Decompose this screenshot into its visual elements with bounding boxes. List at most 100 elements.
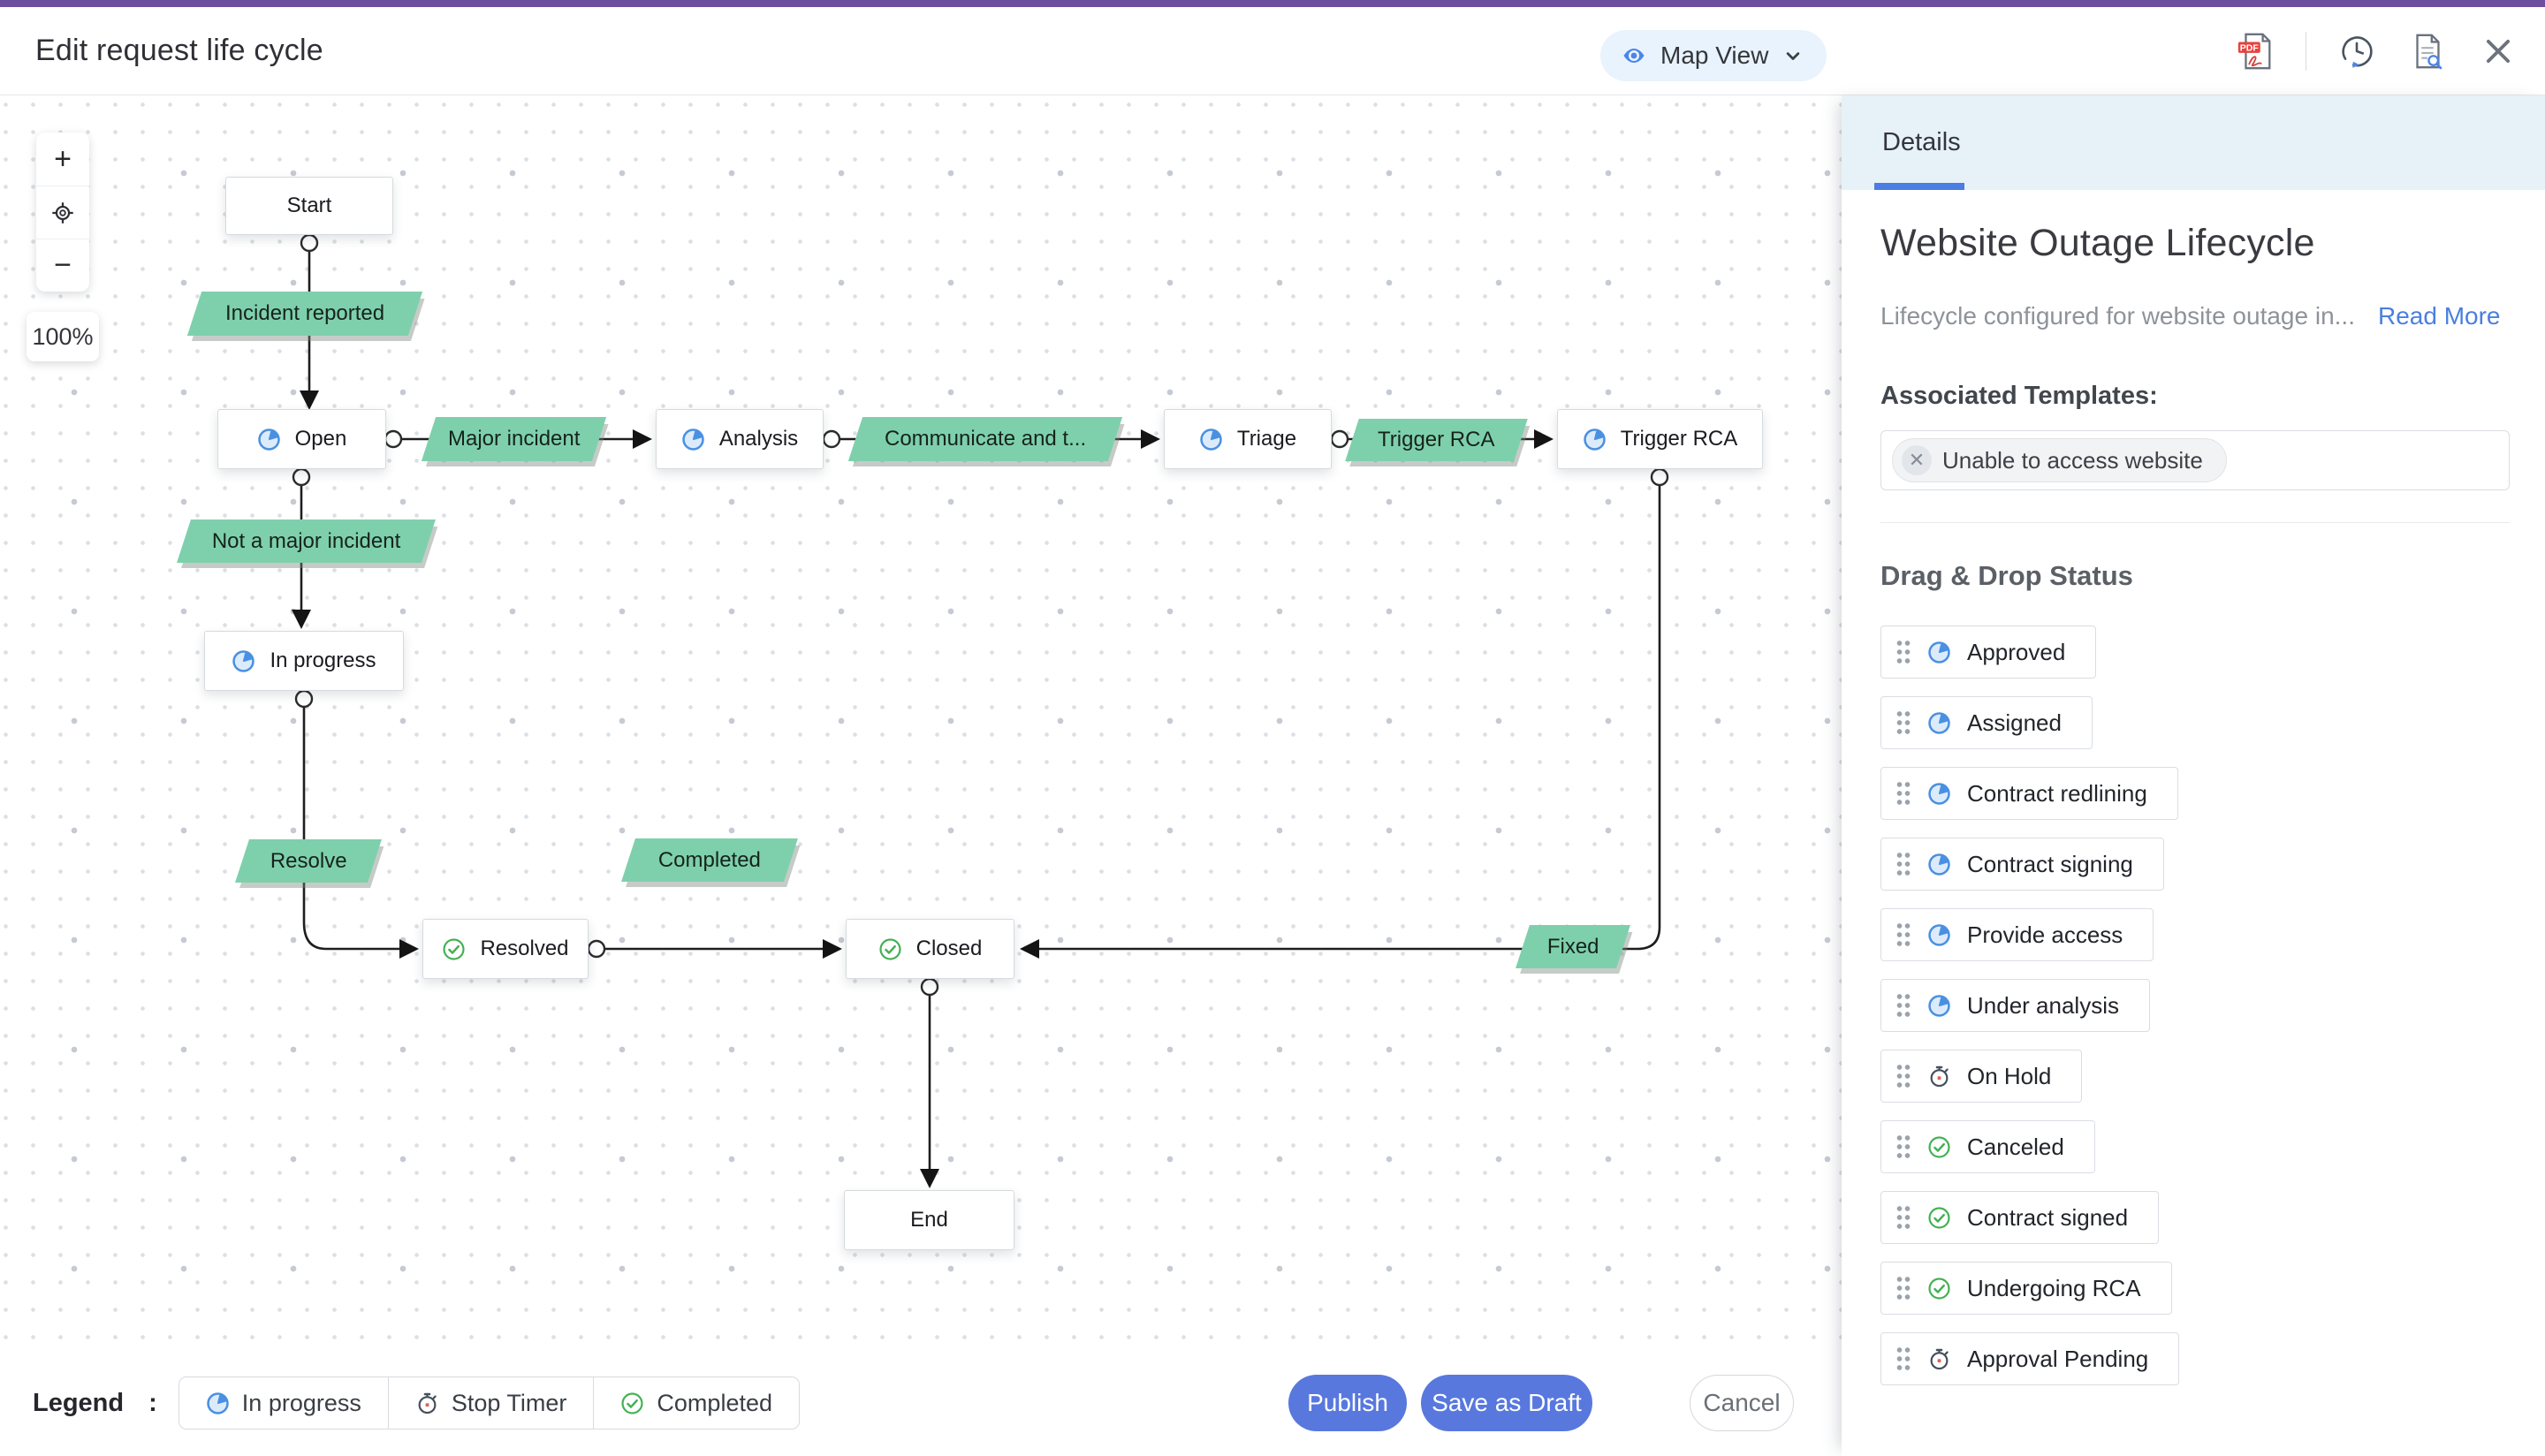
drag-handle-icon[interactable] (1895, 992, 1911, 1019)
stop-timer-icon (415, 1392, 439, 1415)
status-contract-signed[interactable]: Contract signed (1880, 1191, 2160, 1244)
pdf-export-button[interactable] (2235, 31, 2275, 72)
status-on-hold[interactable]: On Hold (1880, 1050, 2083, 1103)
lifecycle-title: Website Outage Lifecycle (1880, 222, 2315, 264)
template-chip-label: Unable to access website (1942, 446, 2203, 474)
node-end[interactable]: End (844, 1190, 1014, 1250)
zoom-in-button[interactable]: + (54, 141, 72, 176)
remove-template-button[interactable]: ✕ (1902, 445, 1932, 475)
drag-handle-icon[interactable] (1895, 1346, 1911, 1372)
version-history-icon (2336, 31, 2377, 72)
read-more-link[interactable]: Read More (2377, 302, 2501, 330)
status-list: Approved Assigned Contract redlining Con… (1880, 626, 2545, 1403)
transition-trigger-rca[interactable]: Trigger RCA (1345, 419, 1528, 461)
node-triage[interactable]: Triage (1164, 409, 1332, 469)
node-label: Open (294, 427, 347, 451)
in-progress-icon (1927, 853, 1951, 876)
stop-timer-icon (1927, 1347, 1951, 1371)
drag-handle-icon[interactable] (1895, 780, 1911, 807)
header-actions (2235, 7, 2518, 95)
top-accent-bar (0, 0, 2545, 7)
node-label: Resolved (480, 937, 569, 960)
status-approval-pending[interactable]: Approval Pending (1880, 1332, 2180, 1385)
status-under-analysis[interactable]: Under analysis (1880, 979, 2150, 1032)
version-history-button[interactable] (2336, 31, 2377, 72)
transition-resolve[interactable]: Resolve (235, 839, 382, 883)
node-label: Start (286, 193, 332, 217)
in-progress-icon (1927, 711, 1951, 735)
close-button[interactable] (2478, 31, 2518, 72)
eye-icon (1620, 42, 1648, 70)
status-contract-signing[interactable]: Contract signing (1880, 838, 2164, 891)
zoom-controls: + − (36, 133, 89, 292)
document-search-button[interactable] (2407, 31, 2448, 72)
divider (1880, 522, 2510, 523)
drag-handle-icon[interactable] (1895, 1275, 1911, 1301)
status-undergoing-rca[interactable]: Undergoing RCA (1880, 1262, 2172, 1315)
drag-handle-icon[interactable] (1895, 921, 1911, 948)
transition-not-major-incident[interactable]: Not a major incident (177, 519, 436, 563)
node-closed[interactable]: Closed (846, 919, 1014, 979)
node-resolved[interactable]: Resolved (422, 919, 589, 979)
drag-handle-icon[interactable] (1895, 1134, 1911, 1160)
status-approved[interactable]: Approved (1880, 626, 2097, 679)
node-in-progress[interactable]: In progress (204, 631, 404, 691)
transition-communicate[interactable]: Communicate and t... (847, 417, 1123, 461)
status-canceled[interactable]: Canceled (1880, 1120, 2095, 1173)
completed-icon (1927, 1277, 1951, 1301)
associated-templates-field[interactable]: ✕ Unable to access website (1880, 430, 2510, 490)
save-as-draft-button[interactable]: Save as Draft (1421, 1375, 1592, 1431)
node-start[interactable]: Start (225, 177, 393, 235)
in-progress-icon (1927, 782, 1951, 806)
in-progress-icon (232, 649, 255, 673)
details-panel: Details Website Outage Lifecycle Lifecyc… (1842, 95, 2545, 1456)
node-label: Analysis (718, 427, 799, 451)
zoom-out-button[interactable]: − (36, 239, 89, 292)
completed-icon (442, 937, 466, 961)
completed-icon (620, 1392, 644, 1415)
tab-details[interactable]: Details (1882, 128, 1961, 156)
node-label: Closed (915, 937, 983, 960)
status-assigned[interactable]: Assigned (1880, 696, 2093, 749)
completed-icon (1927, 1206, 1951, 1230)
completed-icon (1927, 1135, 1951, 1159)
template-chip: ✕ Unable to access website (1892, 438, 2227, 482)
page-title: Edit request life cycle (35, 34, 323, 67)
in-progress-icon (257, 428, 281, 451)
drag-handle-icon[interactable] (1895, 1063, 1911, 1089)
drag-handle-icon[interactable] (1895, 851, 1911, 877)
transition-fixed[interactable]: Fixed (1516, 925, 1630, 968)
transition-completed[interactable]: Completed (621, 838, 798, 882)
drag-drop-heading: Drag & Drop Status (1880, 560, 2133, 591)
drag-handle-icon[interactable] (1895, 639, 1911, 665)
header: Edit request life cycle Map View (0, 7, 2545, 95)
legend-item-stop-timer: Stop Timer (387, 1377, 594, 1429)
status-provide-access[interactable]: Provide access (1880, 908, 2154, 961)
cancel-button[interactable]: Cancel (1690, 1375, 1794, 1431)
legend-label: Legend (33, 1388, 125, 1417)
publish-button[interactable]: Publish (1288, 1375, 1407, 1431)
map-view-label: Map View (1660, 42, 1769, 69)
node-open[interactable]: Open (217, 409, 386, 469)
map-view-toggle[interactable]: Map View (1600, 30, 1827, 81)
in-progress-icon (681, 428, 705, 451)
flowchart-canvas[interactable]: + − 100% Start Open Analysis Triage (0, 95, 1842, 1350)
in-progress-icon (1927, 641, 1951, 664)
drag-handle-icon[interactable] (1895, 709, 1911, 736)
drag-handle-icon[interactable] (1895, 1204, 1911, 1231)
node-analysis[interactable]: Analysis (656, 409, 824, 469)
zoom-level: 100% (27, 312, 99, 361)
footer-bar: Legend : In progress Stop Timer Complete… (0, 1350, 1842, 1456)
status-contract-redlining[interactable]: Contract redlining (1880, 767, 2178, 820)
transition-incident-reported[interactable]: Incident reported (186, 292, 423, 336)
transition-major-incident[interactable]: Major incident (421, 417, 607, 461)
active-tab-indicator (1874, 183, 1964, 190)
legend-item-completed: Completed (593, 1377, 799, 1429)
associated-templates-label: Associated Templates: (1880, 382, 2158, 410)
in-progress-icon (1199, 428, 1223, 451)
legend-colon: : (148, 1388, 157, 1417)
fit-view-button[interactable] (36, 186, 89, 239)
node-label: Trigger RCA (1620, 427, 1738, 451)
node-trigger-rca[interactable]: Trigger RCA (1557, 409, 1763, 469)
flow-connectors (292, 233, 1669, 1188)
